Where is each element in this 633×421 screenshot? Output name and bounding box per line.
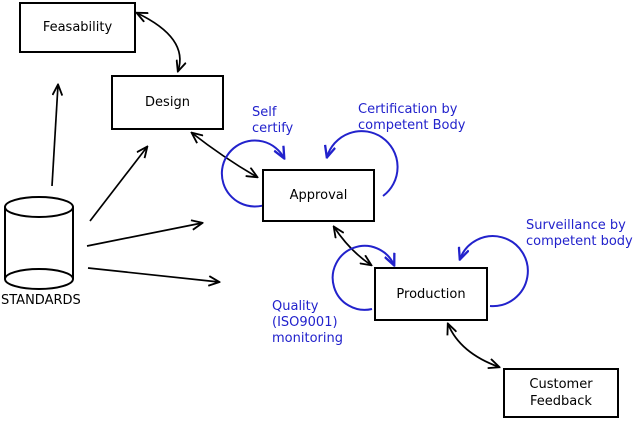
node-production: Production: [374, 267, 488, 321]
node-customer-feedback-line2: Feedback: [530, 394, 592, 409]
standards-cylinder: [4, 196, 74, 290]
standards-to-approval-arrow: [86, 223, 202, 247]
surveillance-line2: competent body: [526, 234, 633, 249]
production-customer-feedback-arrow: [448, 324, 499, 367]
node-design-label: Design: [145, 95, 190, 110]
feasability-design-arrow: [137, 13, 180, 71]
certification-line1: Certification by: [358, 102, 458, 117]
standards-to-feasability-arrow: [51, 85, 58, 187]
self-certify-line2: certify: [252, 121, 294, 136]
certification-line2: competent Body: [358, 118, 466, 133]
quality-line2: (ISO9001): [272, 315, 338, 330]
node-feasability-label: Feasability: [42, 20, 113, 35]
self-certify-annotation: Self certify: [252, 105, 293, 137]
quality-line1: Quality: [272, 299, 319, 314]
self-certify-loop: [220, 139, 284, 208]
surveillance-annotation: Surveillance by competent body: [526, 218, 633, 250]
self-certify-line1: Self: [252, 105, 277, 120]
certification-loop: [327, 130, 399, 197]
cylinder-top-ellipse: [4, 196, 74, 218]
node-approval-label: Approval: [289, 188, 348, 203]
quality-monitoring-loop: [331, 244, 394, 311]
node-customer-feedback: Customer Feedback: [503, 368, 619, 418]
cylinder-bottom-ellipse: [4, 268, 74, 290]
standards-to-production-arrow: [87, 267, 219, 282]
certification-annotation: Certification by competent Body: [358, 102, 465, 134]
node-production-label: Production: [396, 286, 466, 302]
node-design: Design: [111, 75, 224, 130]
node-customer-feedback-line1: Customer: [529, 377, 593, 392]
surveillance-loop: [460, 235, 529, 308]
surveillance-line1: Surveillance by: [526, 218, 626, 233]
node-approval: Approval: [262, 169, 375, 222]
design-approval-arrow: [192, 133, 257, 177]
node-feasability: Feasability: [19, 2, 136, 53]
standards-to-design-arrow: [89, 147, 147, 222]
standards-label: STANDARDS: [1, 293, 81, 308]
quality-line3: monitoring: [272, 331, 343, 346]
quality-monitoring-annotation: Quality (ISO9001) monitoring: [272, 299, 343, 347]
